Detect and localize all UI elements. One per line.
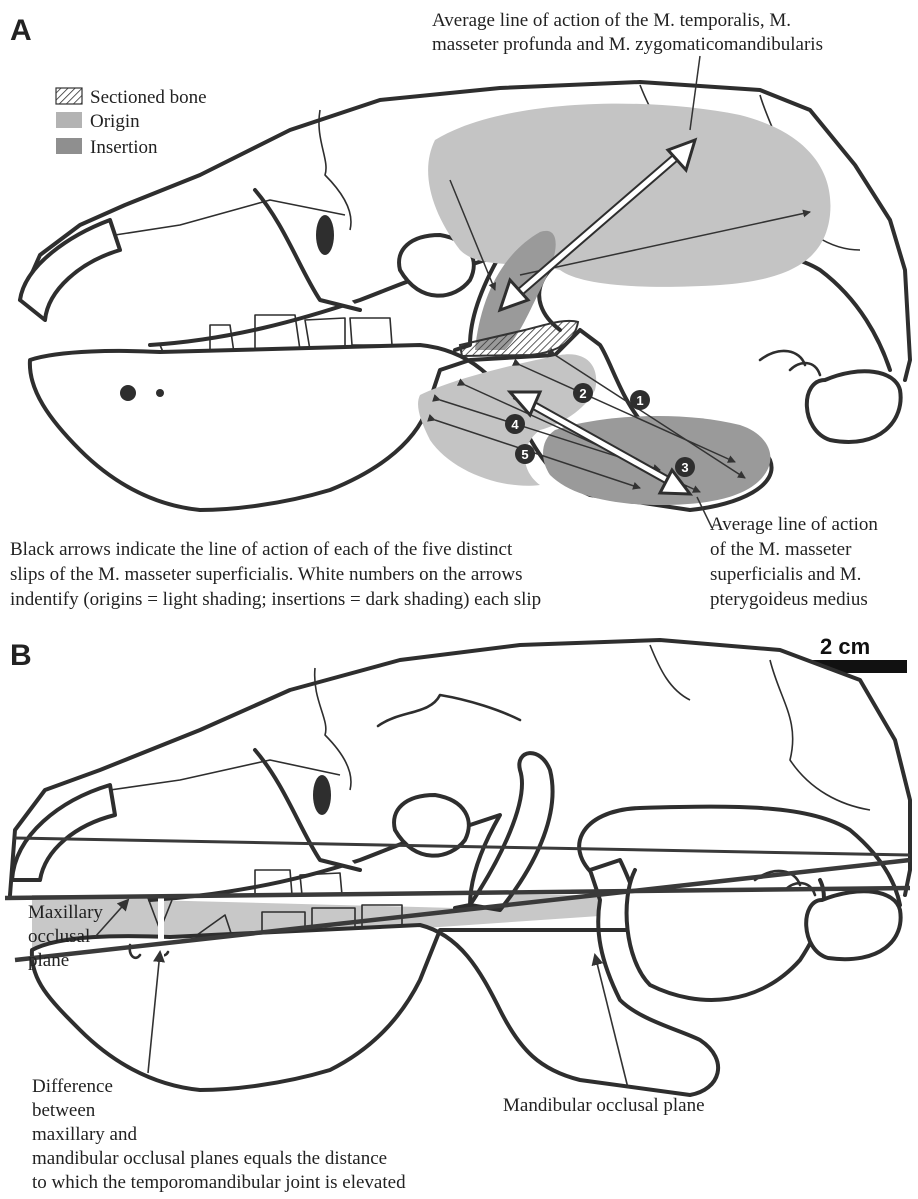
label-maxillary-line3: plane xyxy=(28,950,69,971)
label-difference-line5: to which the temporomandibular joint is … xyxy=(32,1172,406,1193)
label-maxillary-line1: Maxillary xyxy=(28,902,103,923)
caption-line1: Black arrows indicate the line of action… xyxy=(10,539,513,560)
panel-a: A Sectioned bone Origin Insertion xyxy=(10,10,910,610)
auditory-bulla-b xyxy=(806,891,900,959)
label-masseter-line3: superficialis and M. xyxy=(710,564,861,585)
slip-number-2: 2 xyxy=(579,386,586,401)
infraorbital-foramen-b xyxy=(313,775,331,815)
panel-b: B 2 cm xyxy=(5,634,910,1193)
legend-swatch-insertion xyxy=(56,138,82,154)
infraorbital-foramen-a xyxy=(316,215,334,255)
label-masseter-line2: of the M. masseter xyxy=(710,539,852,560)
mental-foramen-small-a xyxy=(156,389,164,397)
auditory-bulla-a xyxy=(807,371,901,442)
slip-number-4: 4 xyxy=(511,417,519,432)
panel-b-letter: B xyxy=(10,639,32,672)
difference-gap-marker xyxy=(158,898,164,958)
legend-swatch-sectioned-bone xyxy=(56,88,82,104)
slip-marker-3: 3 xyxy=(675,457,695,477)
label-masseter-line1: Average line of action xyxy=(710,514,878,535)
label-mandibular-occlusal-plane: Mandibular occlusal plane xyxy=(503,1095,705,1116)
label-maxillary-line2: occlusal xyxy=(28,926,90,947)
slip-marker-5: 5 xyxy=(515,444,535,464)
label-difference-line3: maxillary and xyxy=(32,1124,137,1145)
scale-bar-label: 2 cm xyxy=(820,634,870,659)
label-temporalis-line2: masseter profunda and M. zygomaticomandi… xyxy=(432,34,823,55)
slip-number-3: 3 xyxy=(681,460,688,475)
label-difference-line2: between xyxy=(32,1100,96,1121)
legend-insertion: Insertion xyxy=(90,137,158,158)
legend-sectioned-bone: Sectioned bone xyxy=(90,87,207,108)
mental-foramen-a xyxy=(120,385,136,401)
slip-marker-1: 1 xyxy=(630,390,650,410)
label-difference-line4: mandibular occlusal planes equals the di… xyxy=(32,1148,387,1169)
slip-marker-4: 4 xyxy=(505,414,525,434)
caption-line2: slips of the M. masseter superficialis. … xyxy=(10,564,523,585)
label-masseter-line4: pterygoideus medius xyxy=(710,589,868,610)
legend-swatch-origin xyxy=(56,112,82,128)
label-temporalis-line1: Average line of action of the M. tempora… xyxy=(432,10,791,31)
label-difference-line1: Difference xyxy=(32,1076,113,1097)
slip-number-5: 5 xyxy=(521,447,528,462)
slip-number-1: 1 xyxy=(636,393,643,408)
legend: Sectioned bone Origin Insertion xyxy=(56,87,207,158)
legend-origin: Origin xyxy=(90,111,140,132)
panel-a-letter: A xyxy=(10,14,32,47)
slip-marker-2: 2 xyxy=(573,383,593,403)
caption-line3: indentify (origins = light shading; inse… xyxy=(10,589,541,610)
